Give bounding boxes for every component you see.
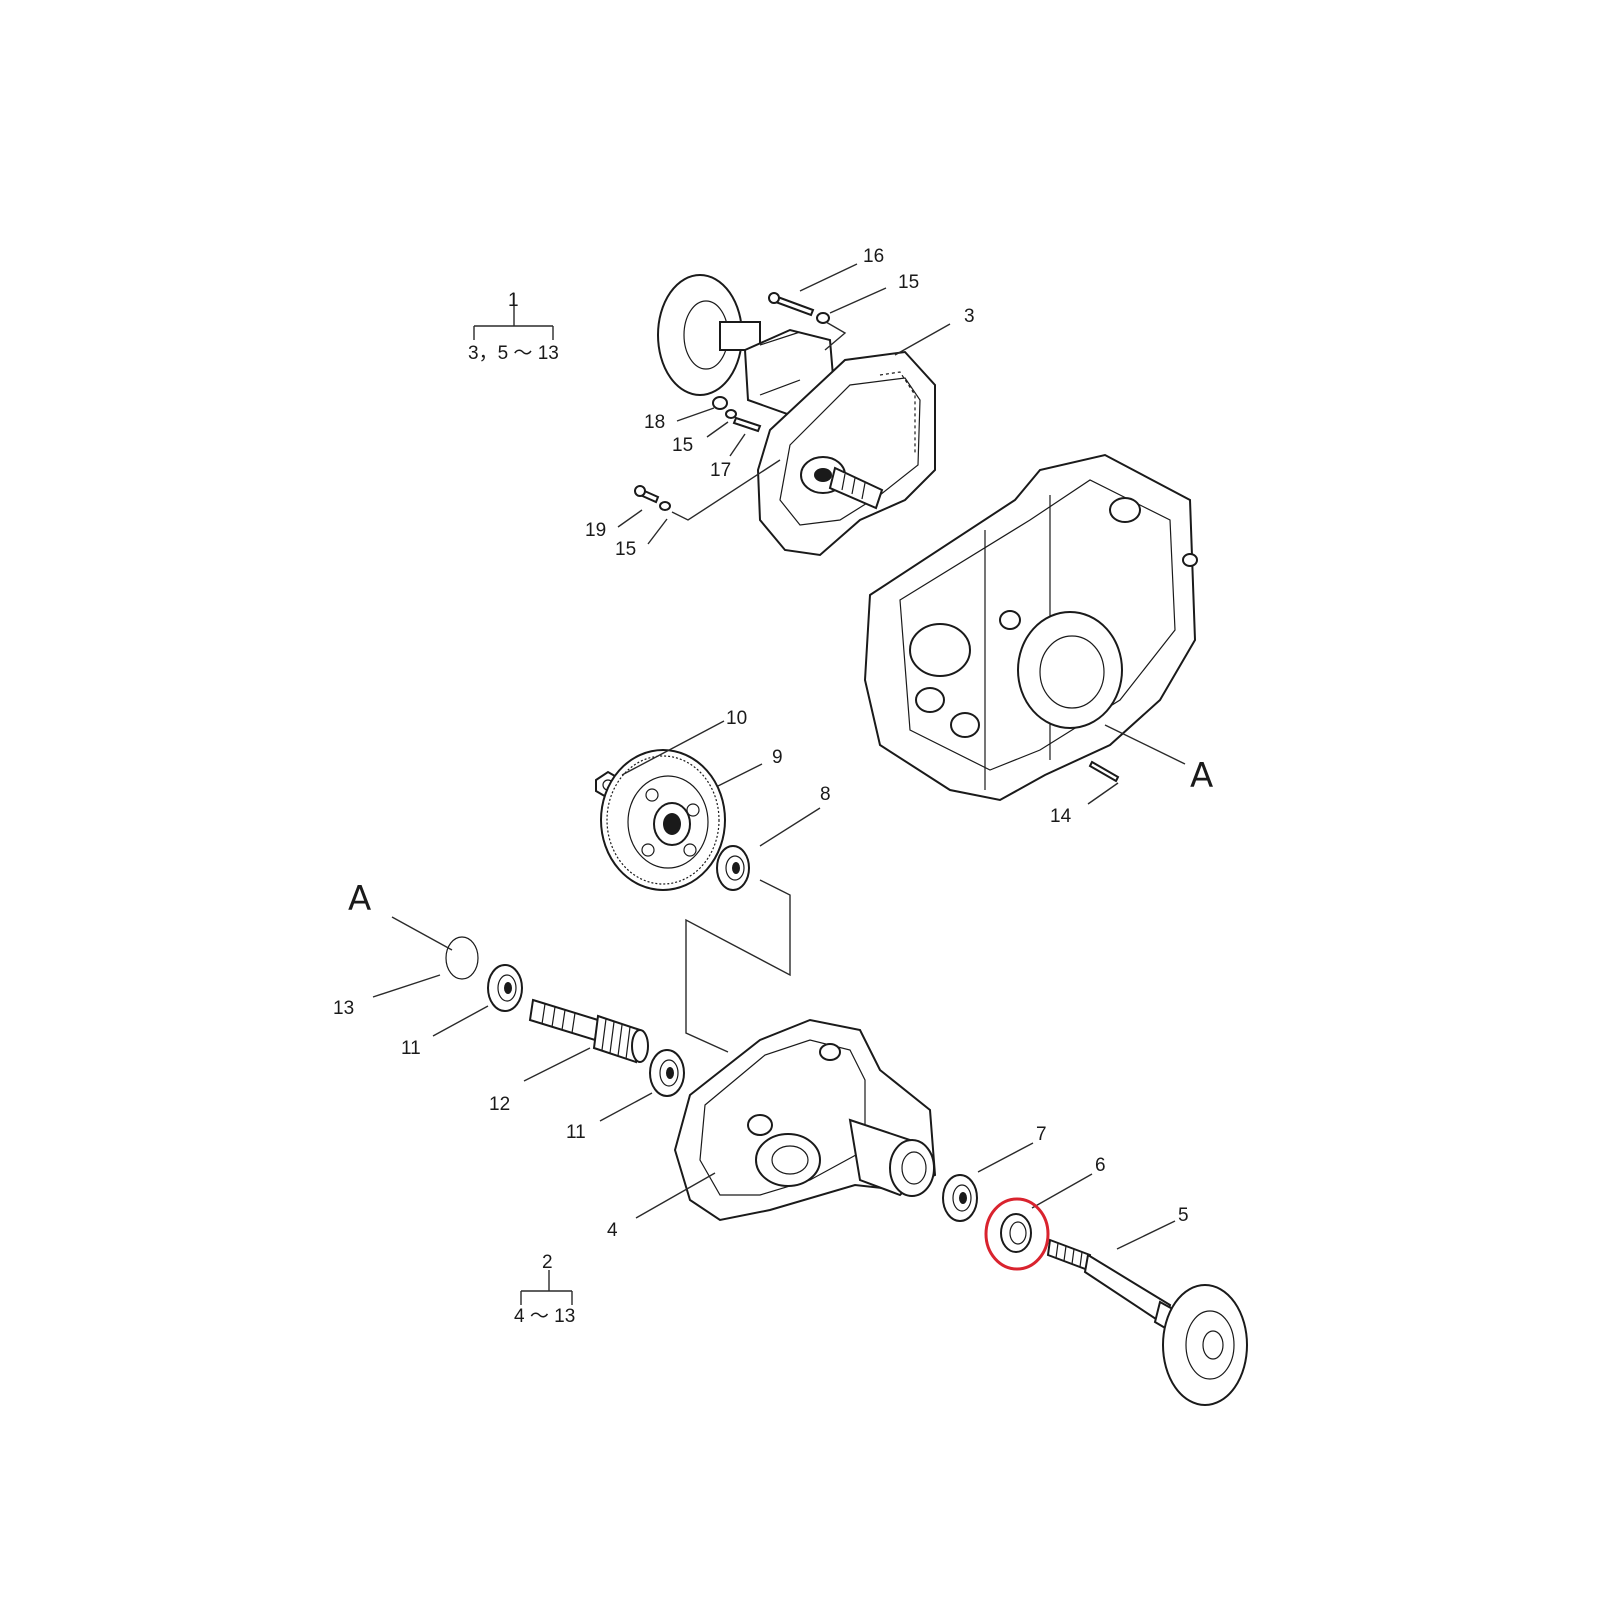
lower-final-drive-housing	[673, 1018, 937, 1222]
stud-17	[732, 416, 762, 433]
group-bracket-1	[473, 293, 554, 340]
callout-13: 13	[333, 998, 354, 1019]
callout-18: 18	[644, 412, 665, 433]
callout-15-mid: 15	[672, 435, 693, 456]
gear-9	[600, 749, 726, 891]
nut-18	[712, 396, 728, 410]
callout-6: 6	[1095, 1155, 1106, 1176]
callout-11-upper: 11	[401, 1038, 421, 1059]
callout-9: 9	[772, 747, 783, 768]
highlight-circle-part-6	[984, 1197, 1050, 1271]
callout-7: 7	[1036, 1124, 1047, 1145]
bearing-7	[942, 1174, 978, 1222]
upper-final-drive-assembly	[657, 274, 936, 557]
callout-14: 14	[1050, 806, 1072, 827]
axle-shaft-5	[1046, 1238, 1248, 1406]
callout-11-lower: 11	[566, 1122, 586, 1143]
view-marker-a-left: A	[348, 879, 371, 919]
callout-10: 10	[726, 708, 747, 729]
callout-8: 8	[820, 784, 831, 805]
oil-seal-6	[1000, 1213, 1032, 1253]
pin-14	[1088, 760, 1120, 783]
bearing-8	[716, 845, 750, 891]
callout-12: 12	[489, 1094, 510, 1115]
washer-15-top	[816, 312, 830, 324]
bearing-11-left	[487, 964, 523, 1012]
snap-ring-13	[445, 936, 479, 980]
callout-16: 16	[863, 246, 884, 267]
washer-15-mid	[725, 409, 737, 419]
group-1-number: 1	[508, 290, 519, 311]
callout-19: 19	[585, 520, 606, 541]
pinion-shaft-12	[528, 998, 649, 1064]
callout-4: 4	[607, 1220, 618, 1241]
group-2-number: 2	[542, 1252, 553, 1273]
bearing-11-right	[649, 1049, 685, 1097]
transmission-case	[863, 453, 1198, 802]
bolt-19	[634, 485, 660, 504]
group-2-range: 4 ～ 13	[514, 1306, 575, 1327]
callout-5: 5	[1178, 1205, 1189, 1226]
view-marker-a-right: A	[1190, 756, 1213, 796]
group-bracket-2	[520, 1270, 573, 1305]
bolt-16	[768, 292, 815, 317]
callout-15-low: 15	[615, 539, 636, 560]
group-1-range: 3，5 ～ 13	[468, 343, 559, 364]
callout-15-top: 15	[898, 272, 919, 293]
callout-17: 17	[710, 460, 731, 481]
callout-3: 3	[964, 306, 975, 327]
washer-15-low	[659, 501, 671, 511]
leader-lines	[372, 263, 1186, 1250]
